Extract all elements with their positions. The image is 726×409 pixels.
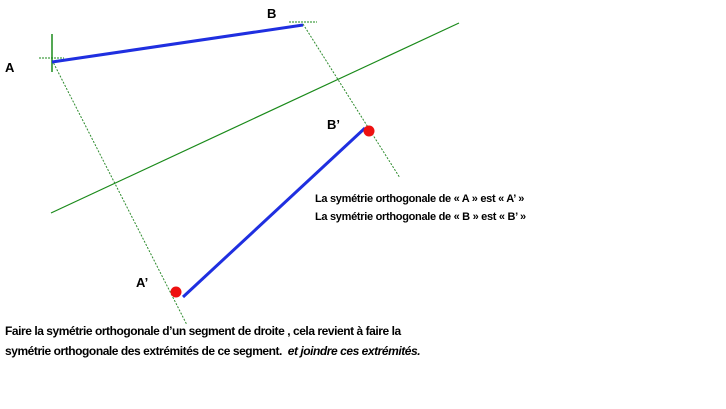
statement-b: La symétrie orthogonale de « B » est « B… <box>315 211 526 223</box>
construction-line-a <box>51 59 188 326</box>
explanation-text: Faire la symétrie orthogonale d’un segme… <box>5 321 421 361</box>
label-b: B <box>267 6 276 21</box>
segment-ab <box>51 23 304 64</box>
explanation-line-2-italic: et joindre ces extrémités. <box>287 344 421 358</box>
construction-line-b <box>302 23 401 179</box>
label-b-prime: B’ <box>327 117 340 132</box>
point-b-prime <box>363 125 375 137</box>
segment-a-prime-b-prime <box>181 126 367 299</box>
label-a-prime: A’ <box>136 275 148 290</box>
symmetry-axis <box>50 22 460 214</box>
explanation-line-1: Faire la symétrie orthogonale d’un segme… <box>5 324 401 338</box>
label-a: A <box>5 60 15 75</box>
explanation-line-2-regular: symétrie orthogonale des extrémités de c… <box>5 344 282 358</box>
point-a-prime <box>170 286 182 298</box>
statement-a: La symétrie orthogonale de « A » est « A… <box>315 193 525 205</box>
explanation-line-2: symétrie orthogonale des extrémités de c… <box>5 341 421 361</box>
